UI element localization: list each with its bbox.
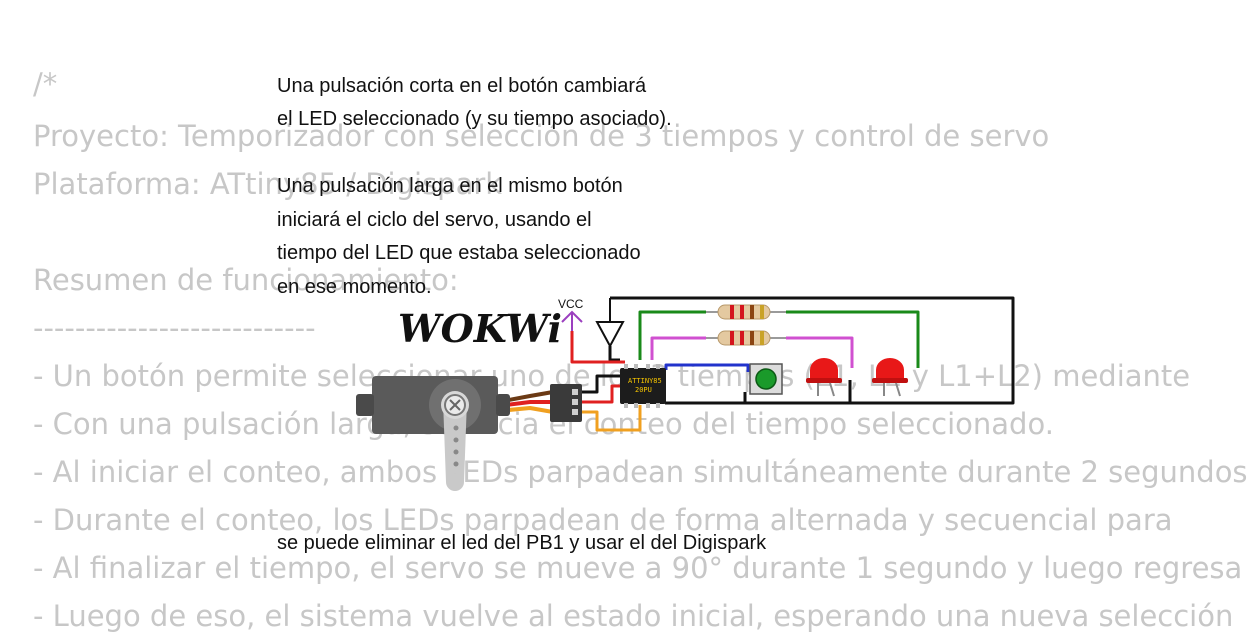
note-long-press-line-2: iniciará el ciclo del servo, usando el [277,209,592,231]
note-long-press-line-4: en ese momento. [277,276,432,298]
code-line-item-3: - Al iniciar el conteo, ambos LEDs parpa… [33,455,1248,489]
code-line-item-5: - Al finalizar el tiempo, el servo se mu… [33,551,1243,585]
resistor-1 [706,304,786,320]
vcc-symbol: VCC [558,297,584,331]
push-button[interactable] [749,363,783,395]
code-line-project: Proyecto: Temporizador con selección de … [33,119,1050,153]
led-1 [806,358,842,397]
chip-label-1: ATTINY85 [628,377,662,385]
circuit-diagram: WOKWi VCC [356,296,1015,491]
vcc-label: VCC [558,297,584,311]
code-line-platform: Plataforma: ATtiny85 / Digispark [33,167,503,201]
attiny85-chip: ATTINY85 20PU [620,364,666,408]
code-line-item-2: - Con una pulsación larga, se inicia el … [33,407,1054,441]
code-line-comment-open: /* [33,67,58,101]
code-line-summary-title: Resumen de funcionamiento: [33,263,459,297]
note-long-press-line-1: Una pulsación larga en el mismo botón [277,175,623,197]
wokwi-logo: WOKWi [398,306,562,351]
led-2 [872,358,908,397]
resistor-2 [706,330,786,346]
note-short-press-line-1: Una pulsación corta en el botón cambiará [277,75,647,97]
note-long-press-line-3: tiempo del LED que estaba seleccionado [277,242,641,264]
ground-symbol [595,298,625,349]
code-line-item-4: - Durante el conteo, los LEDs parpadean … [33,503,1173,537]
servo-connector [550,384,582,422]
chip-label-2: 20PU [635,386,652,394]
code-line-separator: --------------------------- [33,311,316,345]
code-line-item-6: - Luego de eso, el sistema vuelve al est… [33,599,1234,633]
background-code: /* Proyecto: Temporizador con selección … [33,64,1248,633]
note-bottom: se puede eliminar el led del PB1 y usar … [277,532,767,554]
servo-motor [356,376,510,491]
note-short-press-line-2: el LED seleccionado (y su tiempo asociad… [277,108,672,130]
